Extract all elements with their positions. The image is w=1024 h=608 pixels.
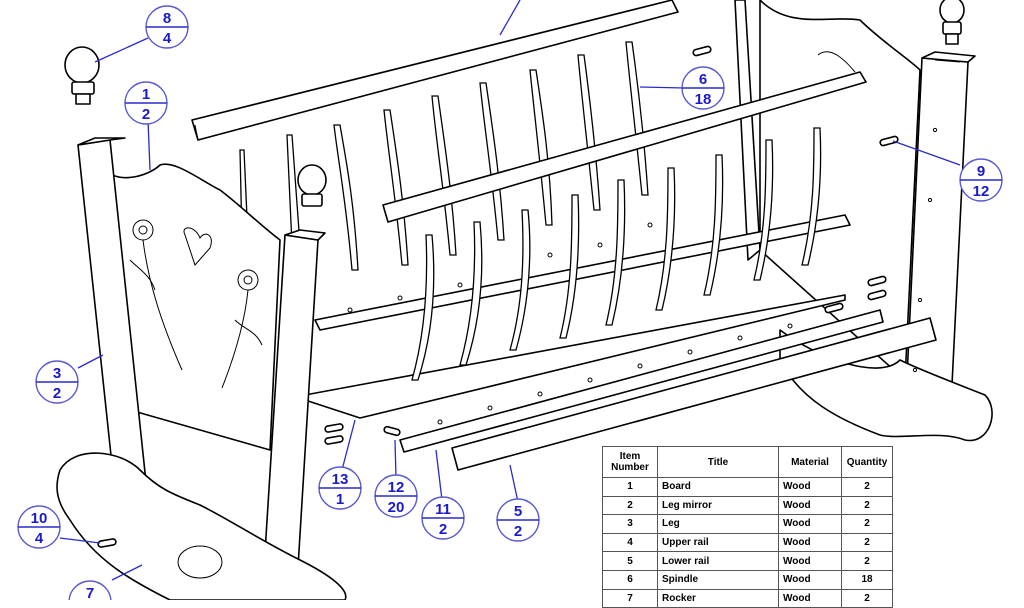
bill-of-materials-table: Item Number Title Material Quantity 1 Bo…: [602, 446, 893, 608]
bom-quantity: 2: [841, 495, 893, 516]
bom-title: Lower rail: [657, 551, 779, 571]
bom-row: 7 Rocker Wood 2: [602, 588, 893, 608]
balloon-item-number: 12: [388, 479, 405, 496]
bom-header-row: Item Number Title Material Quantity: [602, 446, 893, 478]
bom-item: 2: [602, 495, 658, 516]
upper-rail-middle: [382, 71, 867, 223]
balloon-item-5: 5 2: [496, 498, 540, 542]
balloon-item-9: 9 12: [959, 158, 1003, 202]
balloon-quantity: 20: [388, 499, 405, 516]
finial-back: [939, 0, 965, 45]
bom-title: Leg mirror: [657, 495, 779, 516]
balloon-item-number: 11: [435, 501, 451, 518]
balloon-item-8: 8 4: [145, 5, 189, 49]
bom-material: Wood: [778, 495, 842, 516]
balloon-quantity: 4: [163, 30, 172, 47]
bom-quantity: 2: [841, 588, 893, 608]
bom-row: 4 Upper rail Wood 2: [602, 532, 893, 553]
bom-title: Rocker: [657, 588, 779, 608]
bom-material: Wood: [778, 569, 842, 590]
balloon-item-10: 10 4: [17, 505, 61, 549]
balloon-item-13: 13 1: [318, 466, 362, 510]
bom-item: 7: [602, 588, 658, 608]
balloon-quantity: 4: [35, 530, 44, 547]
bom-header-item: Item Number: [602, 446, 658, 478]
balloon-quantity: 2: [53, 385, 61, 402]
bom-item: 4: [602, 532, 658, 553]
bom-item: 6: [602, 569, 658, 590]
dowels-right: [692, 45, 899, 314]
balloon-item-11: 11 2: [421, 496, 465, 540]
balloon-quantity: 1: [336, 491, 344, 508]
bom-item: 5: [602, 551, 658, 571]
bom-quantity: 2: [841, 551, 893, 571]
bom-item: 1: [602, 477, 658, 497]
bom-material: Wood: [778, 532, 842, 553]
front-end-assembly: [56, 46, 401, 600]
bom-title: Leg: [657, 514, 779, 534]
bom-material: Wood: [778, 477, 842, 497]
bom-row: 5 Lower rail Wood 2: [602, 551, 893, 571]
balloon-item-12: 12 20: [374, 474, 418, 518]
bom-quantity: 2: [841, 514, 893, 534]
bom-title: Upper rail: [657, 532, 779, 553]
balloon-item-number: 8: [163, 10, 171, 27]
front-spindles: [411, 127, 822, 381]
balloon-item-number: 13: [332, 471, 349, 488]
balloon-item-number: 10: [31, 510, 48, 527]
bom-header-title: Title: [657, 446, 779, 478]
balloon-item-number: 1: [142, 86, 150, 103]
balloon-item-number: 9: [977, 163, 985, 180]
balloon-item-number: 5: [514, 503, 522, 520]
upper-rail-top: [191, 0, 679, 141]
bom-material: Wood: [778, 551, 842, 571]
bom-quantity: 2: [841, 532, 893, 553]
bom-header-material: Material: [778, 446, 842, 478]
bom-title: Board: [657, 477, 779, 497]
bom-row: 3 Leg Wood 2: [602, 514, 893, 534]
bom-quantity: 18: [841, 569, 893, 590]
bom-item: 3: [602, 514, 658, 534]
bom-material: Wood: [778, 588, 842, 608]
lower-rail-holes: [399, 309, 884, 453]
bom-row: 6 Spindle Wood 18: [602, 569, 893, 590]
balloon-item-7: 7: [68, 580, 112, 600]
balloon-item-3: 3 2: [35, 360, 79, 404]
bom-title: Spindle: [657, 569, 779, 590]
finial-front-right: [297, 164, 327, 207]
balloon-item-1: 1 2: [124, 81, 168, 125]
back-spindles: [239, 41, 649, 271]
bom-quantity: 2: [841, 477, 893, 497]
bom-header-quantity: Quantity: [841, 446, 893, 478]
bom-row: 1 Board Wood 2: [602, 477, 893, 497]
balloon-quantity: 2: [514, 523, 522, 540]
balloon-item-number: 6: [699, 71, 707, 88]
balloon-item-number: 7: [86, 585, 94, 600]
finial-front-left: [64, 46, 100, 105]
lower-rail-front: [451, 317, 937, 471]
balloon-item-number: 3: [53, 365, 61, 382]
bom-material: Wood: [778, 514, 842, 534]
leader-lines: [59, 0, 961, 581]
bom-row: 2 Leg mirror Wood 2: [602, 495, 893, 516]
balloon-quantity: 2: [439, 521, 447, 538]
flower-decoration: [129, 219, 263, 389]
balloon-quantity: 2: [142, 106, 150, 123]
balloon-quantity: 18: [695, 91, 712, 108]
balloon-item-6: 6 18: [681, 66, 725, 110]
balloon-quantity: 12: [973, 183, 990, 200]
